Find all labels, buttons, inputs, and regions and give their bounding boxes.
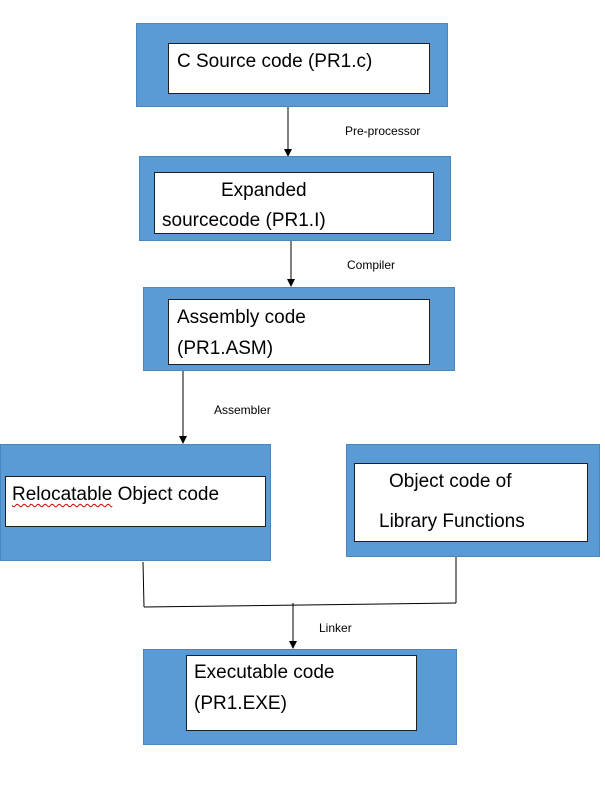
relocatable-object-line1: Relocatable Object code [12, 480, 219, 510]
line-relocatable-down [142, 561, 145, 608]
assembly-code-label-box: Assembly code (PR1.ASM) [168, 299, 430, 365]
relocatable-object-label-box: Relocatable Object code [5, 476, 266, 527]
source-code-line1: C Source code (PR1.c) [177, 51, 373, 72]
library-object-line2: Library Functions [379, 511, 525, 532]
expanded-code-line2: sourcecode (PR1.I) [162, 210, 326, 231]
relocatable-object-rest: Object code [112, 484, 220, 505]
assembly-code-line1: Assembly code [177, 307, 306, 328]
expanded-code-label-box: Expanded sourcecode (PR1.I) [154, 172, 434, 234]
library-object-label-box: Object code of Library Functions [354, 463, 588, 542]
expanded-code-line1: Expanded [221, 180, 307, 201]
line-join [143, 602, 457, 608]
source-code-label-box: C Source code (PR1.c) [168, 43, 430, 94]
step-assembler: Assembler [214, 403, 271, 417]
assembly-code-line2: (PR1.ASM) [177, 338, 274, 359]
executable-code-line1: Executable code [194, 662, 335, 683]
executable-code-line2: (PR1.EXE) [194, 693, 287, 714]
spelling-underline-word: Relocatable [12, 484, 113, 505]
executable-code-label-box: Executable code (PR1.EXE) [186, 655, 417, 731]
step-linker: Linker [319, 621, 352, 635]
step-preprocessor: Pre-processor [345, 124, 421, 138]
step-compiler: Compiler [347, 258, 396, 272]
library-object-line1: Object code of [389, 471, 512, 492]
